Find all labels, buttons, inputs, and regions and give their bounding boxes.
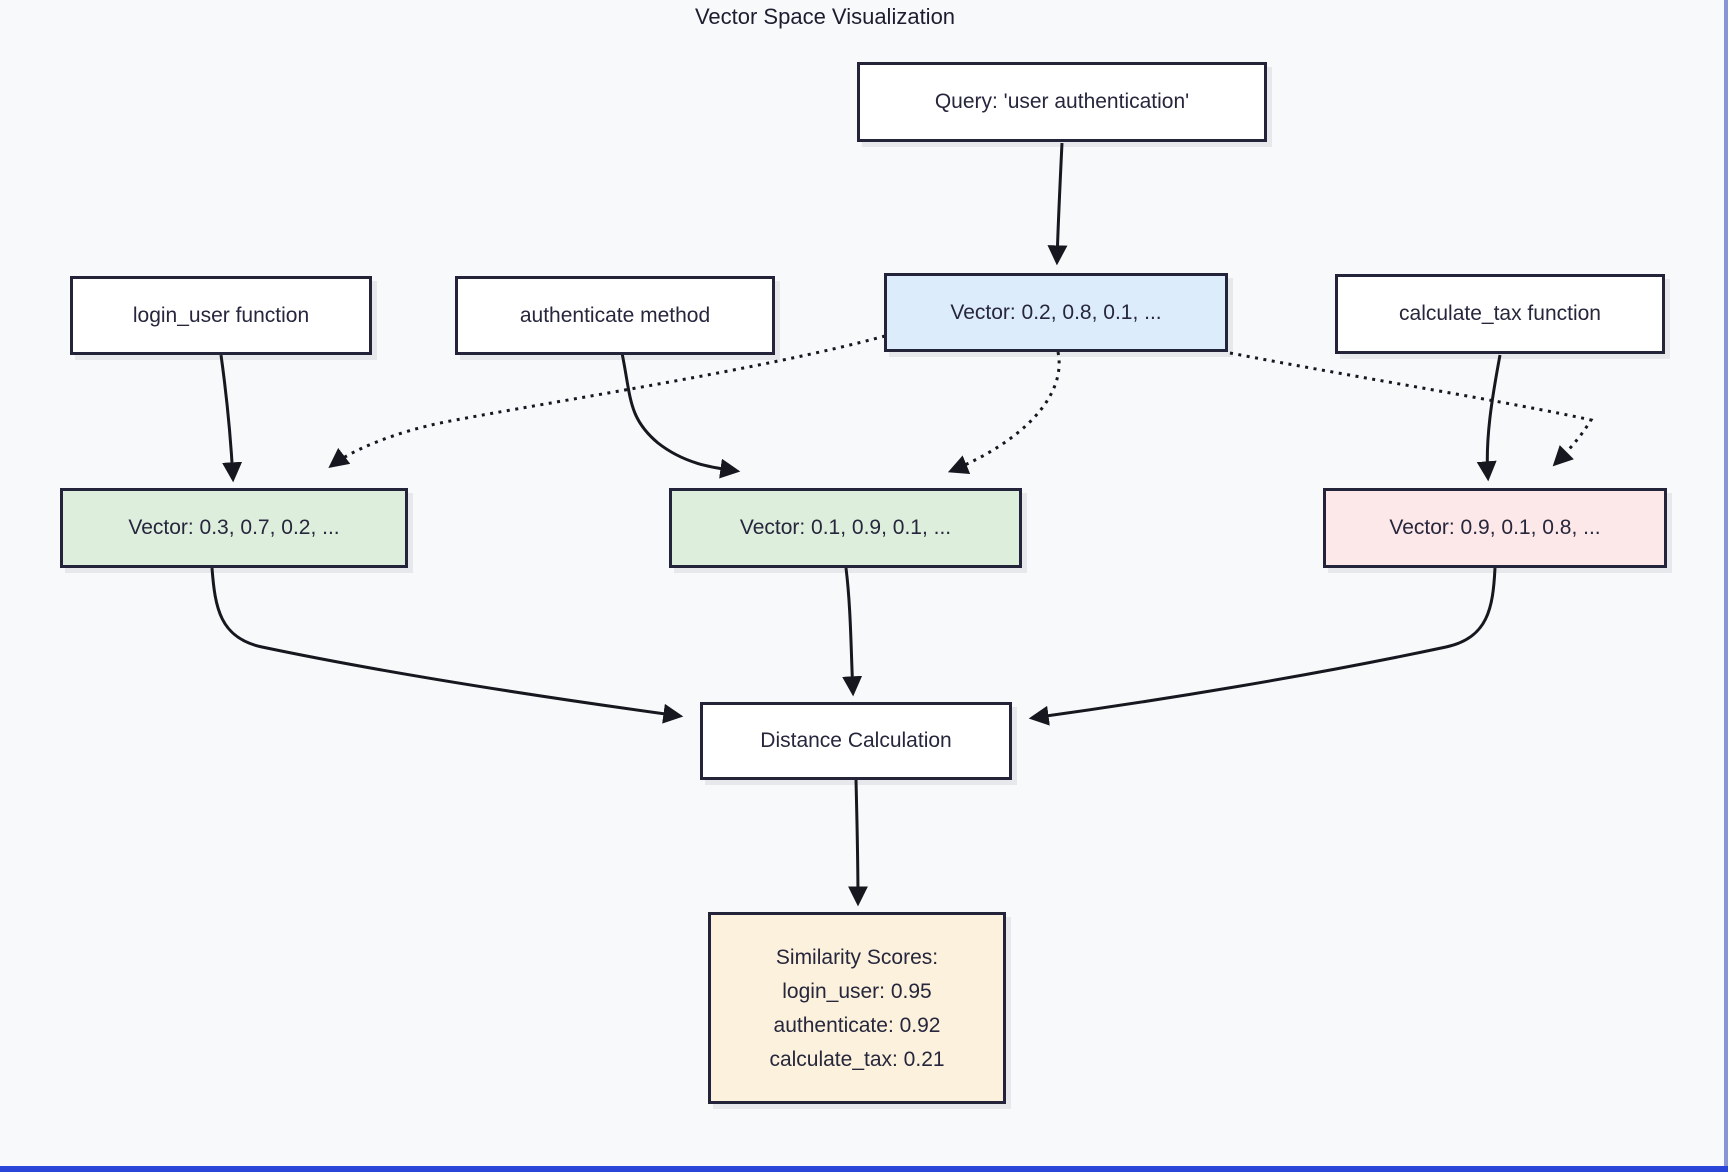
similarity-score-authenticate: authenticate: 0.92 xyxy=(773,1013,941,1037)
node-vector-calculate-tax: Vector: 0.9, 0.1, 0.8, ... xyxy=(1323,488,1667,568)
similarity-scores-title: Similarity Scores: xyxy=(775,945,939,969)
node-query-vector-label: Vector: 0.2, 0.8, 0.1, ... xyxy=(950,300,1162,324)
node-distance-calculation-label: Distance Calculation xyxy=(760,729,952,752)
edge-login-to-vec1 xyxy=(219,354,243,483)
node-vector-calculate-tax-label: Vector: 0.9, 0.1, 0.8, ... xyxy=(1389,516,1601,539)
viewport-bottom-edge-line xyxy=(0,1166,1728,1172)
node-vector-authenticate: Vector: 0.1, 0.9, 0.1, ... xyxy=(669,488,1022,568)
edge-query-vector-to-vec2-dotted xyxy=(947,351,1061,474)
node-vector-login-user: Vector: 0.3, 0.7, 0.2, ... xyxy=(60,488,408,568)
node-login-user-function: login_user function xyxy=(70,276,372,355)
node-login-user-label: login_user function xyxy=(132,303,310,327)
node-calculate-tax-function: calculate_tax function xyxy=(1335,274,1665,354)
node-vector-authenticate-label: Vector: 0.1, 0.9, 0.1, ... xyxy=(739,516,952,539)
node-vector-login-user-label: Vector: 0.3, 0.7, 0.2, ... xyxy=(128,516,340,539)
similarity-score-login-user: login_user: 0.95 xyxy=(782,979,932,1003)
similarity-score-calculate-tax: calculate_tax: 0.21 xyxy=(769,1047,945,1071)
node-similarity-scores: Similarity Scores: login_user: 0.95 auth… xyxy=(708,912,1006,1104)
edge-vec2-to-distance xyxy=(842,567,863,697)
node-calculate-tax-label: calculate_tax function xyxy=(1399,302,1601,325)
edge-vec3-to-distance xyxy=(1028,567,1497,726)
edge-auth-to-vec2 xyxy=(620,352,741,479)
edge-query-to-query-vector xyxy=(1047,142,1068,266)
edge-distance-to-scores xyxy=(847,779,868,907)
edge-vec1-to-distance xyxy=(210,567,684,724)
node-distance-calculation: Distance Calculation xyxy=(700,702,1012,780)
node-authenticate-label: authenticate method xyxy=(519,303,711,327)
node-authenticate-method: authenticate method xyxy=(455,276,775,355)
viewport-right-edge-line xyxy=(1724,0,1728,1172)
edge-calc-to-vec3 xyxy=(1476,354,1502,482)
node-query-vector: Vector: 0.2, 0.8, 0.1, ... xyxy=(884,273,1228,352)
node-query-label: Query: 'user authentication' xyxy=(934,90,1190,113)
edge-query-vector-to-vec1-dotted xyxy=(328,334,886,469)
diagram-title: Vector Space Visualization xyxy=(694,4,956,29)
node-query: Query: 'user authentication' xyxy=(857,62,1267,142)
edge-query-vector-to-vec3-dotted xyxy=(1229,351,1594,467)
